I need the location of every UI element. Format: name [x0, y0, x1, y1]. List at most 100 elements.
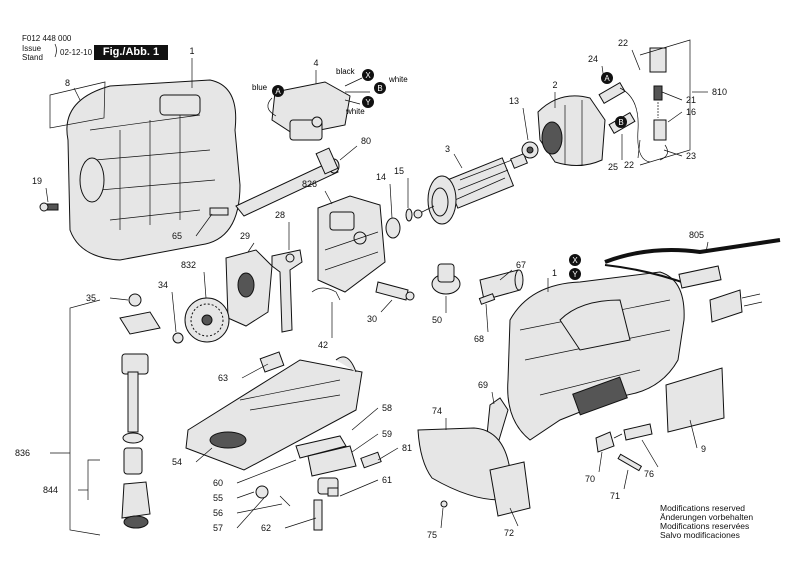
bearing-34 — [172, 332, 184, 344]
blade-guide-parts — [255, 435, 382, 531]
callout-line-60 — [236, 459, 297, 484]
svg-text:white: white — [345, 107, 365, 116]
spring-68 — [478, 293, 496, 305]
modifications-note-en: Modifications reserved — [660, 503, 746, 513]
armature-3 — [413, 153, 529, 225]
part-number-13: 13 — [509, 96, 519, 106]
gear-832 — [184, 297, 230, 343]
part-number-30: 30 — [367, 314, 377, 324]
part-number-14: 14 — [376, 172, 386, 182]
part-number-35: 35 — [86, 293, 96, 303]
part-number-69: 69 — [478, 380, 488, 390]
callout-line-76 — [641, 439, 659, 468]
knob-70-76 — [595, 423, 653, 472]
part-number-50: 50 — [432, 315, 442, 325]
callout-line-19 — [45, 187, 49, 203]
bracket-28 — [271, 249, 303, 333]
part-number-60: 60 — [213, 478, 223, 488]
svg-text:white: white — [388, 75, 408, 84]
callout-line-67 — [499, 269, 513, 281]
issue-date: 02-12-10 — [60, 48, 93, 57]
svg-text:black: black — [336, 67, 356, 76]
label-9 — [665, 367, 725, 433]
brush-assembly: A B — [598, 47, 668, 163]
part-number-80: 80 — [361, 136, 371, 146]
part-number-58: 58 — [382, 403, 392, 413]
part-number-24: 24 — [588, 54, 598, 64]
callout-line-35 — [109, 297, 129, 301]
callout-line-69 — [491, 391, 495, 405]
part-number-42: 42 — [318, 340, 328, 350]
guard-74 — [417, 427, 531, 517]
callout-line-29 — [247, 242, 255, 253]
part-number-72: 72 — [504, 528, 514, 538]
part-number-74: 74 — [432, 406, 442, 416]
callout-line-63 — [241, 363, 269, 379]
part-number-75: 75 — [427, 530, 437, 540]
part-number-59: 59 — [382, 429, 392, 439]
housing-1 — [507, 271, 685, 441]
bearing-14 — [385, 217, 401, 239]
callout-line-23 — [663, 149, 683, 157]
svg-text:Y: Y — [365, 98, 371, 107]
callout-line-16 — [667, 111, 683, 123]
callout-line-24 — [601, 65, 605, 81]
callout-line-805 — [705, 241, 709, 253]
svg-text:X: X — [572, 256, 578, 265]
part-number-16: 16 — [686, 107, 696, 117]
plunger-rod-80 — [235, 147, 340, 217]
modifications-note-de: Änderungen vorbehalten — [660, 512, 754, 522]
part-number-61: 61 — [382, 475, 392, 485]
wire-connectors: A X B Y blue black white white — [252, 67, 408, 116]
svg-text:B: B — [377, 84, 382, 93]
part-number-56: 56 — [213, 508, 223, 518]
callout-line-71 — [623, 469, 629, 490]
part-number-28: 28 — [275, 210, 285, 220]
part-65 — [209, 207, 229, 216]
svg-text:A: A — [275, 87, 281, 96]
callout-line-56 — [236, 503, 283, 514]
callout-line-75 — [440, 507, 444, 529]
screw-19 — [39, 202, 59, 212]
field-coil-2 — [521, 95, 606, 166]
callout-line-22 — [637, 139, 641, 159]
callout-line-55 — [236, 491, 255, 499]
callout-line-59 — [351, 433, 379, 453]
callout-line-80 — [339, 145, 358, 161]
callout-line-3 — [453, 153, 463, 169]
svg-text:A: A — [604, 74, 610, 83]
base-plate-54 — [185, 356, 363, 471]
stand-label: Stand — [22, 53, 43, 62]
part-number-29: 29 — [240, 231, 250, 241]
plunger-stack-836 — [119, 293, 161, 529]
part-number-68: 68 — [474, 334, 484, 344]
clip-42 — [311, 287, 341, 301]
callout-line-61 — [339, 479, 379, 497]
callout-line-81 — [377, 447, 399, 461]
part-number-67: 67 — [516, 260, 526, 270]
part-number-70: 70 — [585, 474, 595, 484]
part-number-3: 3 — [445, 144, 450, 154]
part-number-34: 34 — [158, 280, 168, 290]
ring-15 — [405, 208, 413, 222]
issue-label: Issue — [22, 44, 42, 53]
part-number-19: 19 — [32, 176, 42, 186]
power-cord-805: X Y — [569, 238, 781, 323]
callout-line-72 — [509, 507, 519, 527]
part-number-21: 21 — [686, 95, 696, 105]
part-number-1: 1 — [189, 46, 194, 56]
callout-line-21 — [661, 91, 683, 101]
callout-line-70 — [598, 451, 603, 473]
part-number-2: 2 — [552, 80, 557, 90]
part-number-844: 844 — [43, 485, 58, 495]
part-number-8: 8 — [65, 78, 70, 88]
modifications-note-es: Salvo modificaciones — [660, 530, 740, 540]
callout-line-62 — [284, 517, 317, 529]
callout-line-68 — [485, 303, 489, 333]
part-number-25: 25 — [608, 162, 618, 172]
callout-line-22 — [631, 49, 641, 71]
callout-line-826 — [324, 190, 333, 205]
part-number-54: 54 — [172, 457, 182, 467]
